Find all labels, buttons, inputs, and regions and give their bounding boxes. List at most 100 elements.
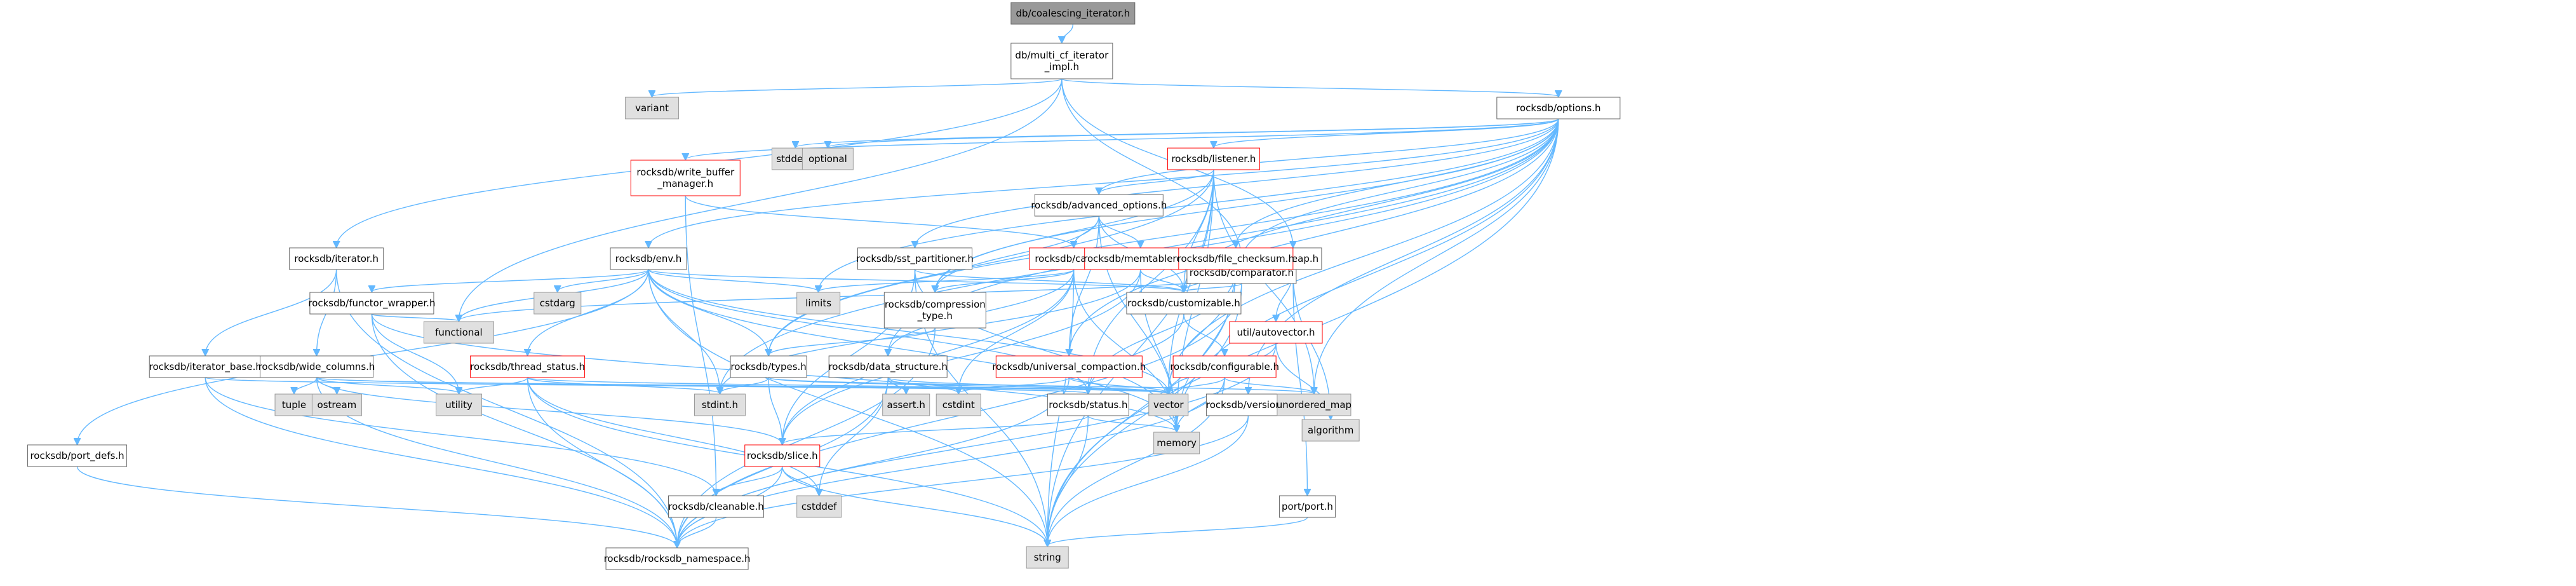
node-file_checksum[interactable]: rocksdb/file_checksum.h xyxy=(1177,247,1294,270)
edge-heap-to-algorithm xyxy=(1292,269,1331,419)
node-box-optional xyxy=(802,147,854,170)
node-memory[interactable]: memory xyxy=(1153,432,1200,454)
edge-types-to-slice xyxy=(768,377,782,444)
node-advanced[interactable]: rocksdb/advanced_options.h xyxy=(1031,194,1167,217)
node-coalescing[interactable]: db/coalescing_iterator.h xyxy=(1010,2,1136,25)
node-label-compression: rocksdb/compression xyxy=(885,299,986,310)
node-label-assert: assert.h xyxy=(887,399,925,411)
node-label-coalescing: db/coalescing_iterator.h xyxy=(1016,8,1130,20)
node-ostream[interactable]: ostream xyxy=(311,393,362,416)
edge-options-to-unordered_map xyxy=(1314,118,1559,393)
node-vector[interactable]: vector xyxy=(1148,393,1189,416)
node-wbm[interactable]: rocksdb/write_buffer_manager.h xyxy=(630,160,741,196)
node-box-memtablerep xyxy=(1084,247,1197,270)
node-options[interactable]: rocksdb/options.h xyxy=(1496,97,1621,119)
node-box-utility xyxy=(436,393,483,416)
node-data_structure[interactable]: rocksdb/data_structure.h xyxy=(828,355,948,378)
node-types[interactable]: rocksdb/types.h xyxy=(730,355,807,378)
node-label-cstdint: cstdint xyxy=(943,399,975,411)
node-box-thread_status xyxy=(470,355,586,378)
node-iterator_base[interactable]: rocksdb/iterator_base.h xyxy=(149,355,262,378)
edge-wbm-to-cache xyxy=(685,195,1073,247)
edge-compression-to-types xyxy=(768,327,936,355)
node-functor[interactable]: rocksdb/functor_wrapper.h xyxy=(308,292,435,315)
edge-layer xyxy=(77,24,1559,547)
node-label-memtablerep: rocksdb/memtablerep.h xyxy=(1083,253,1197,264)
node-port[interactable]: port/port.h xyxy=(1278,495,1336,518)
node-label-multi_cf: _impl.h xyxy=(1044,61,1079,73)
node-stdint[interactable]: stdint.h xyxy=(694,393,746,416)
node-port_defs[interactable]: rocksdb/port_defs.h xyxy=(27,444,128,467)
node-limits[interactable]: limits xyxy=(796,292,841,315)
node-label-unordered_map: unordered_map xyxy=(1277,399,1352,411)
node-label-autovector: util/autovector.h xyxy=(1237,327,1315,338)
edge-listener-to-advanced xyxy=(1099,169,1214,194)
edge-options-to-stddef_h xyxy=(795,118,1559,147)
edge-file_checksum-to-vector xyxy=(1169,269,1237,393)
edge-customizable-to-configurable xyxy=(1183,313,1224,355)
node-cstddef[interactable]: cstddef xyxy=(796,495,842,518)
node-compression[interactable]: rocksdb/compression_type.h xyxy=(883,292,986,329)
node-box-limits xyxy=(796,292,841,315)
node-memtablerep[interactable]: rocksdb/memtablerep.h xyxy=(1083,247,1197,270)
edge-types-to-vector xyxy=(768,377,1169,393)
edge-coalescing-to-multi_cf xyxy=(1062,24,1074,43)
node-cstdint[interactable]: cstdint xyxy=(936,393,981,416)
node-listener[interactable]: rocksdb/listener.h xyxy=(1167,147,1260,170)
edge-thread_status-to-cstddef xyxy=(527,377,819,495)
node-wide_columns[interactable]: rocksdb/wide_columns.h xyxy=(258,355,375,378)
edge-cache-to-compression xyxy=(935,269,1075,292)
node-label-optional: optional xyxy=(808,153,847,165)
node-unordered_map[interactable]: unordered_map xyxy=(1277,393,1352,416)
edge-env-to-string xyxy=(648,269,1047,546)
node-universal[interactable]: rocksdb/universal_compaction.h xyxy=(992,355,1146,378)
node-tuple[interactable]: tuple xyxy=(274,393,314,416)
edge-multi_cf-to-comparator xyxy=(1061,78,1242,261)
node-functional[interactable]: functional xyxy=(423,321,494,344)
node-customizable[interactable]: rocksdb/customizable.h xyxy=(1126,292,1242,315)
node-iterator[interactable]: rocksdb/iterator.h xyxy=(289,247,384,270)
node-multi_cf[interactable]: db/multi_cf_iterator_impl.h xyxy=(1010,43,1113,79)
node-label-limits: limits xyxy=(805,297,831,309)
node-label-tuple: tuple xyxy=(282,399,306,411)
node-box-customizable xyxy=(1126,292,1242,315)
node-box-version xyxy=(1205,393,1291,416)
node-autovector[interactable]: util/autovector.h xyxy=(1229,321,1323,344)
node-cleanable[interactable]: rocksdb/cleanable.h xyxy=(668,495,765,518)
edge-iterator-to-iterator_base xyxy=(205,269,337,355)
node-box-universal xyxy=(995,355,1143,378)
node-label-types: rocksdb/types.h xyxy=(730,361,806,372)
node-box-memory xyxy=(1153,432,1200,454)
edge-options-to-optional xyxy=(828,118,1559,147)
node-env[interactable]: rocksdb/env.h xyxy=(610,247,687,270)
node-box-compression xyxy=(883,292,986,329)
node-label-thread_status: rocksdb/thread_status.h xyxy=(470,361,585,373)
node-box-algorithm xyxy=(1301,419,1360,442)
node-label-file_checksum: rocksdb/file_checksum.h xyxy=(1177,253,1294,265)
node-cstdarg[interactable]: cstdarg xyxy=(533,292,582,315)
node-sst[interactable]: rocksdb/sst_partitioner.h xyxy=(856,247,974,270)
node-variant[interactable]: variant xyxy=(625,97,680,119)
node-optional[interactable]: optional xyxy=(802,147,854,170)
node-configurable[interactable]: rocksdb/configurable.h xyxy=(1170,355,1279,378)
edge-wide_columns-to-namespace xyxy=(316,377,678,547)
edge-iterator_base-to-namespace xyxy=(205,377,677,547)
node-status[interactable]: rocksdb/status.h xyxy=(1047,393,1129,416)
node-algorithm[interactable]: algorithm xyxy=(1301,419,1360,442)
node-label-advanced: rocksdb/advanced_options.h xyxy=(1031,200,1167,212)
edge-options-to-advanced xyxy=(1099,118,1559,194)
edge-listener-to-types xyxy=(768,169,1214,355)
node-assert[interactable]: assert.h xyxy=(882,393,930,416)
edge-options-to-listener xyxy=(1214,118,1559,147)
node-string[interactable]: string xyxy=(1026,546,1069,569)
edge-options-to-universal xyxy=(1069,118,1559,355)
node-slice[interactable]: rocksdb/slice.h xyxy=(744,444,821,467)
node-box-unordered_map xyxy=(1277,393,1352,416)
node-label-variant: variant xyxy=(635,102,669,114)
node-thread_status[interactable]: rocksdb/thread_status.h xyxy=(470,355,586,378)
edge-slice-to-string xyxy=(782,466,1047,546)
node-utility[interactable]: utility xyxy=(436,393,483,416)
node-namespace[interactable]: rocksdb/rocksdb_namespace.h xyxy=(604,547,751,570)
node-version[interactable]: rocksdb/version.h xyxy=(1205,393,1291,416)
